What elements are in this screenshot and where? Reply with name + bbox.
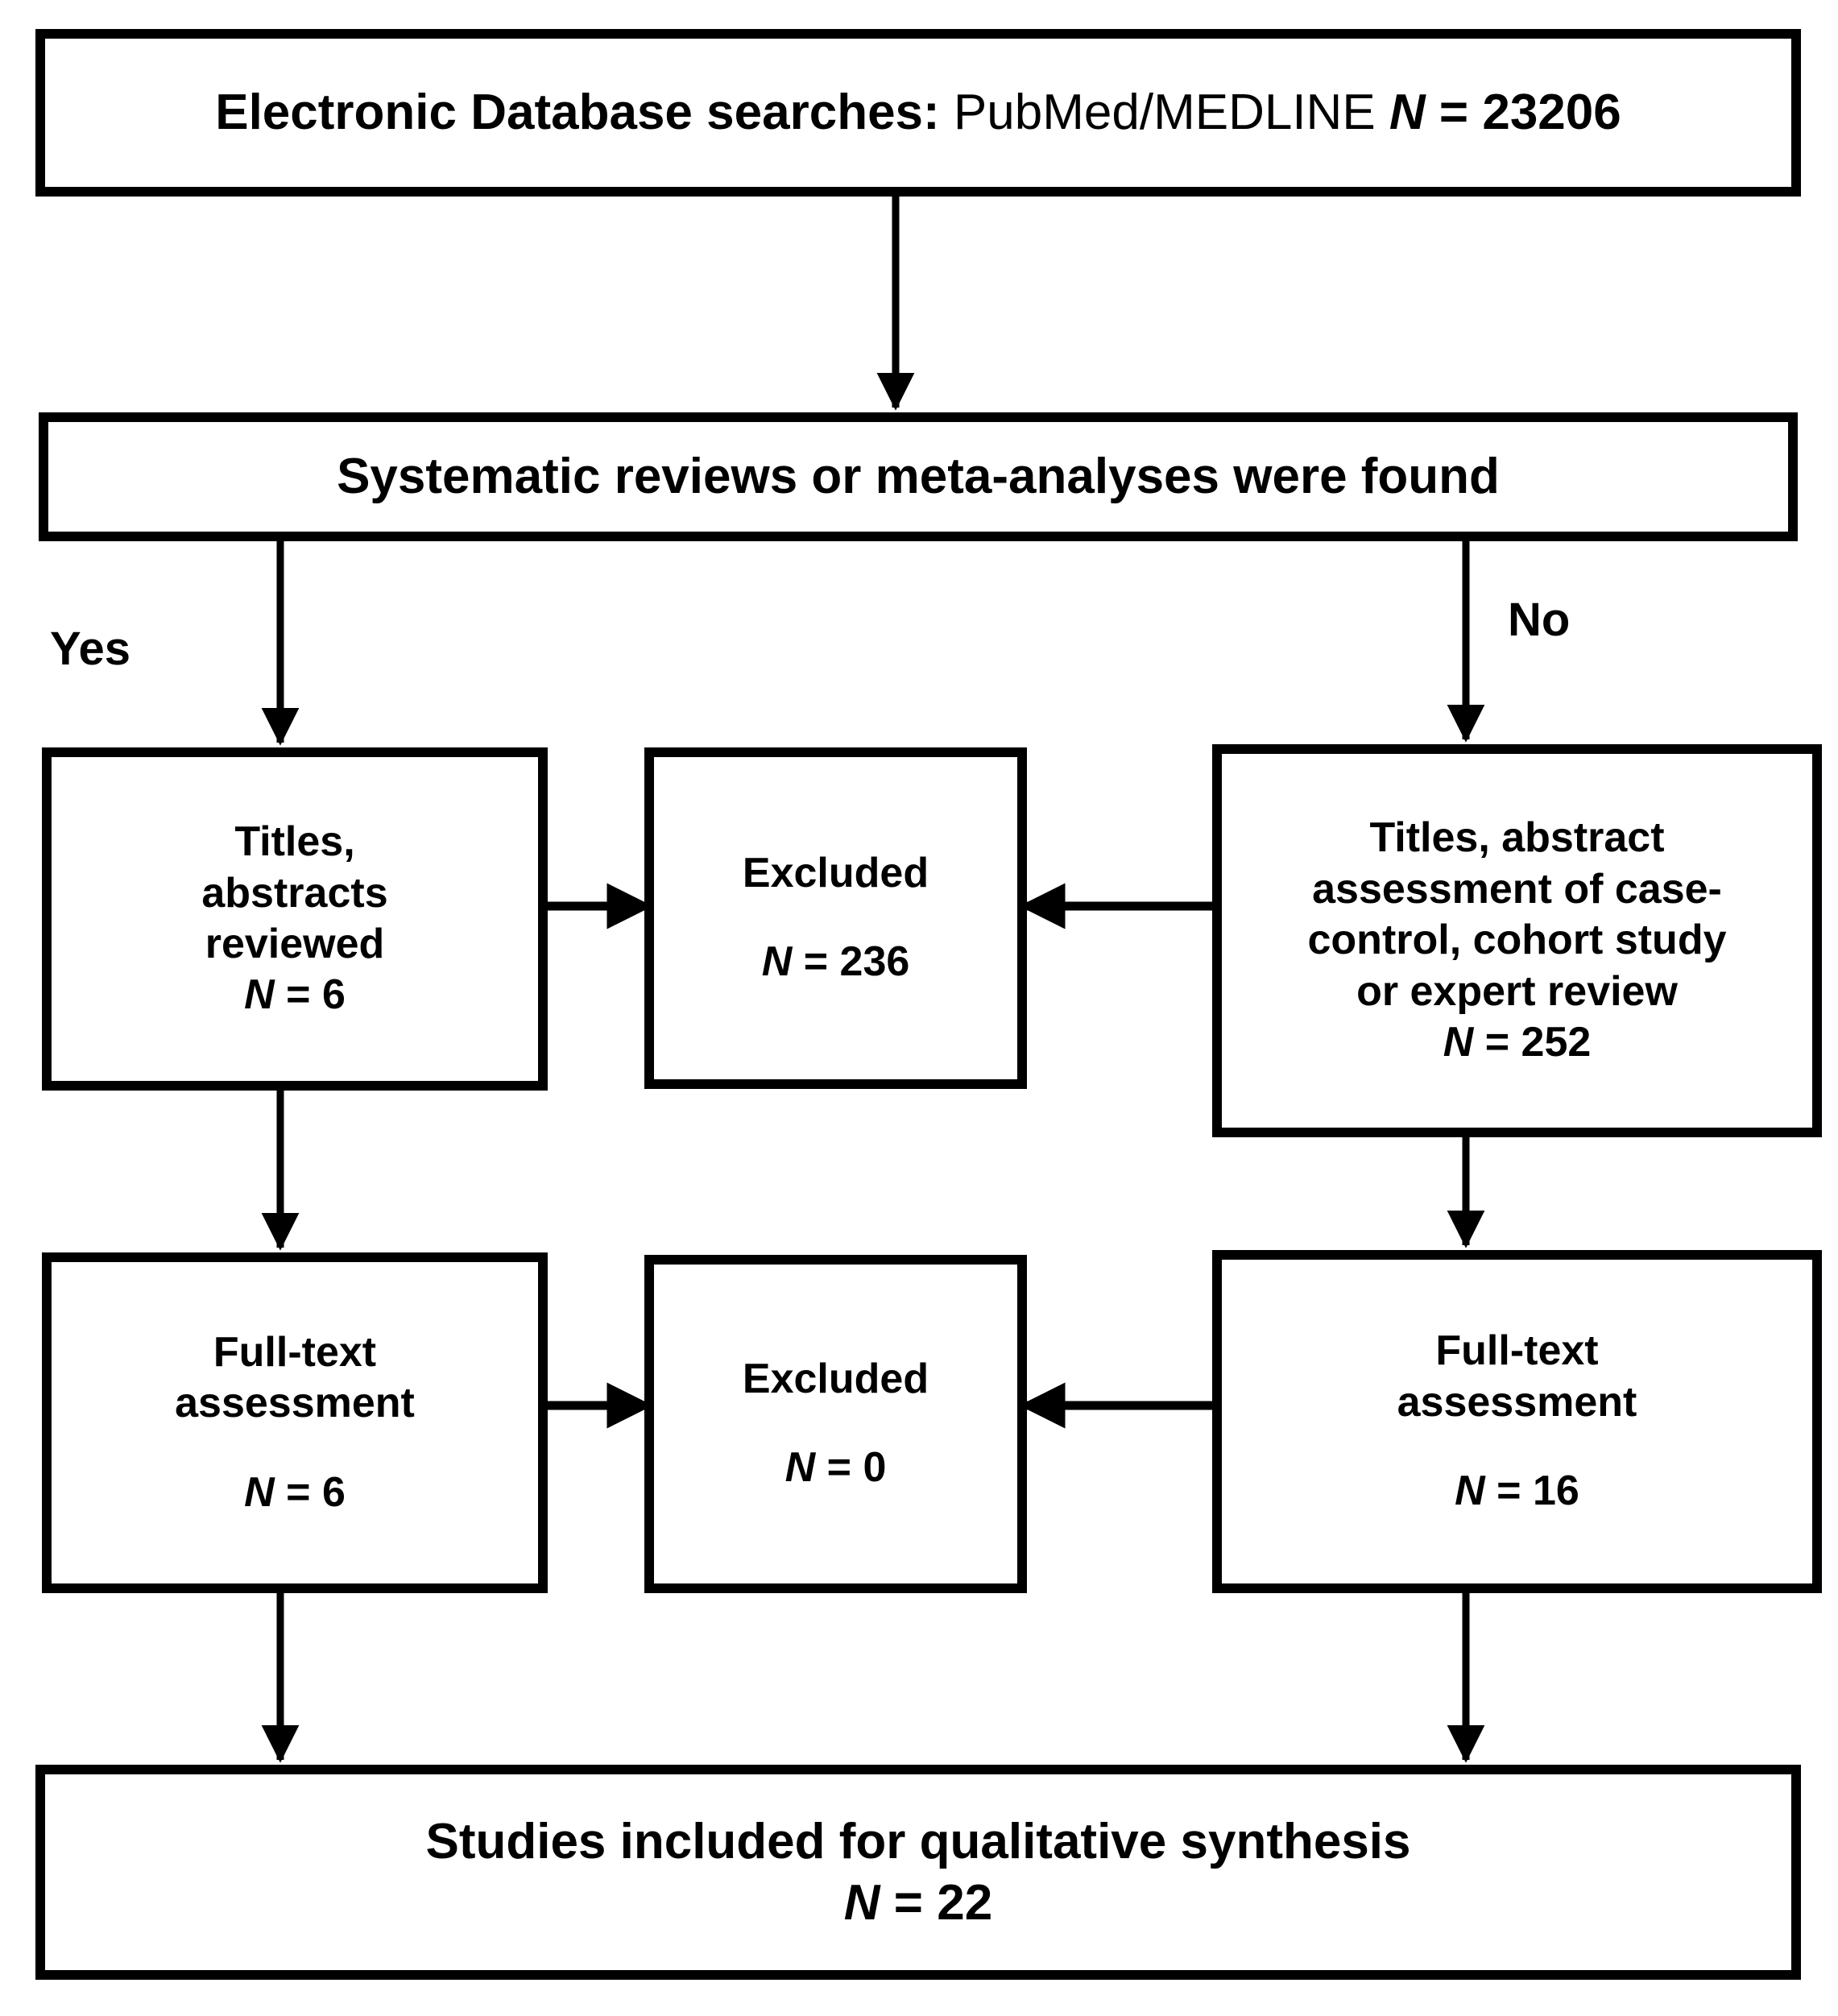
fulltext-right-line2: assessment [1397, 1378, 1637, 1426]
excluded-2-count: N = 0 [784, 1444, 887, 1492]
titles-left-line2: abstracts [201, 869, 388, 917]
excluded-2-title: Excluded [742, 1356, 929, 1403]
node-titles-abstracts-reviewed[interactable]: Titles, abstracts reviewed N = 6 [42, 747, 548, 1091]
node-excluded-screening[interactable]: Excluded N = 236 [644, 747, 1027, 1089]
node-full-text-assessment-right[interactable]: Full-text assessment N = 16 [1212, 1250, 1822, 1593]
node-excluded-fulltext[interactable]: Excluded N = 0 [644, 1255, 1027, 1593]
included-count: N = 22 [843, 1874, 993, 1931]
node-systematic-reviews-found[interactable]: Systematic reviews or meta-analyses were… [39, 412, 1798, 541]
fulltext-left-line1: Full-text [213, 1328, 377, 1376]
database-search-text: Electronic Database searches: PubMed/MED… [215, 85, 1621, 141]
fulltext-left-line2: assessment [175, 1380, 415, 1427]
fulltext-left-count: N = 6 [244, 1468, 346, 1516]
node-titles-abstract-assessment[interactable]: Titles, abstract assessment of case- con… [1212, 744, 1822, 1137]
titles-right-line3: control, cohort study [1307, 917, 1727, 964]
included-line1: Studies included for qualitative synthes… [425, 1813, 1411, 1869]
excluded-1-count: N = 236 [761, 938, 910, 986]
titles-left-line3: reviewed [205, 921, 385, 967]
fulltext-right-line1: Full-text [1435, 1327, 1599, 1375]
titles-right-count: N = 252 [1443, 1019, 1592, 1066]
titles-right-line1: Titles, abstract [1369, 814, 1665, 862]
node-full-text-assessment-left[interactable]: Full-text assessment N = 6 [42, 1252, 548, 1593]
titles-left-line1: Titles, [234, 818, 355, 866]
titles-right-line2: assessment of case- [1312, 865, 1722, 913]
edge-label-yes: Yes [50, 623, 130, 675]
titles-right-line4: or expert review [1356, 967, 1678, 1015]
titles-left-count: N = 6 [244, 971, 346, 1019]
node-electronic-database-searches[interactable]: Electronic Database searches: PubMed/MED… [35, 29, 1801, 197]
fulltext-right-count: N = 16 [1455, 1467, 1579, 1515]
excluded-1-title: Excluded [742, 850, 929, 897]
node-studies-included[interactable]: Studies included for qualitative synthes… [35, 1765, 1801, 1980]
edge-label-no: No [1508, 594, 1571, 646]
systematic-reviews-text: Systematic reviews or meta-analyses were… [337, 449, 1500, 505]
